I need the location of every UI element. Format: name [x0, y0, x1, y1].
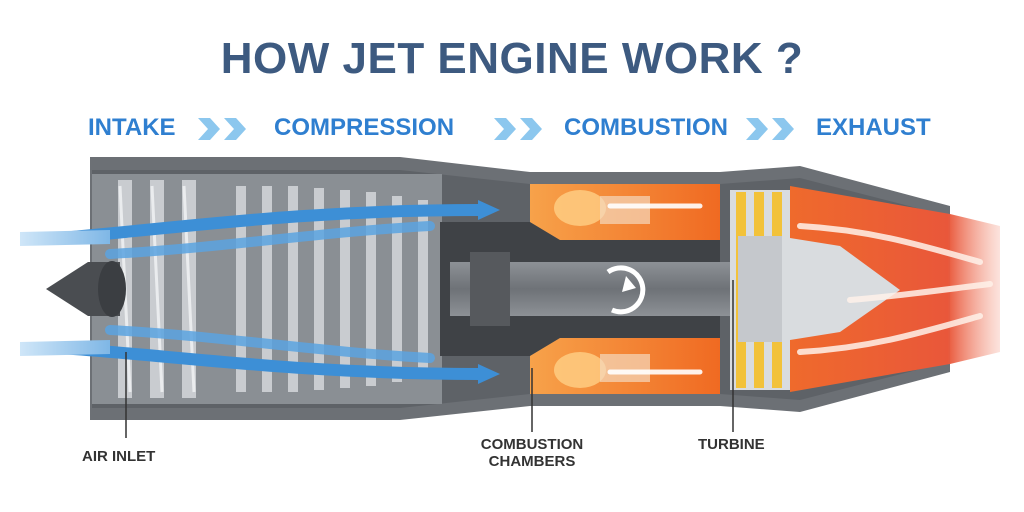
label-combustion-chambers-line1: COMBUSTION [480, 436, 584, 453]
stage-label-combustion: COMBUSTION [564, 114, 728, 141]
chevron-icon [198, 118, 246, 140]
stage-label-compression: COMPRESSION [274, 114, 455, 141]
stage-label-exhaust: EXHAUST [816, 114, 931, 141]
exhaust-cone [790, 238, 900, 340]
chevron-icon [494, 118, 542, 140]
label-combustion-chambers-line2: CHAMBERS [488, 453, 576, 470]
rotation-arrow-icon [606, 265, 646, 315]
label-turbine: TURBINE [698, 436, 765, 453]
page-title: HOW JET ENGINE WORK ? [220, 34, 804, 83]
chevron-icon [746, 118, 794, 140]
label-air-inlet: AIR INLET [82, 448, 156, 465]
label-combustion-chambers: COMBUSTION CHAMBERS [476, 436, 588, 470]
turbine-stages [730, 190, 790, 390]
stage-label-intake: INTAKE [88, 114, 176, 141]
